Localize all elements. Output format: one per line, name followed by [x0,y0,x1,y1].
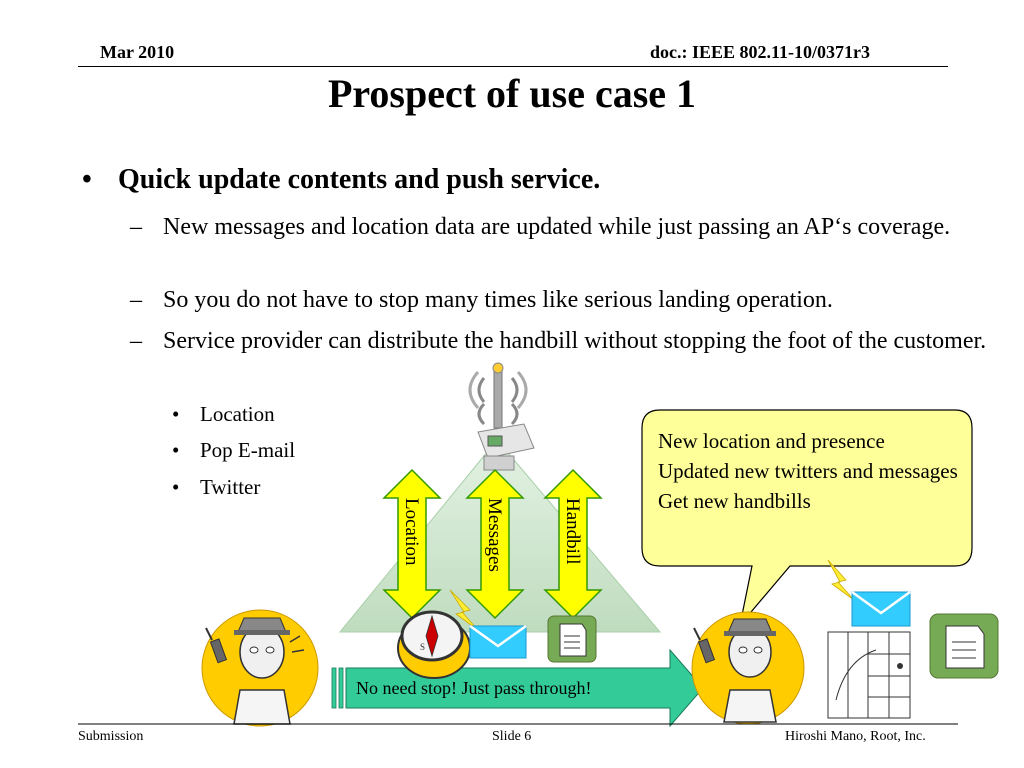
handbill-icon [547,615,597,663]
footer-author: Hiroshi Mano, Root, Inc. [785,729,926,744]
bullet-text: So you do not have to stop many times li… [163,287,833,313]
callout-line: New location and presence [658,429,885,453]
callout-line: Get new handbills [658,489,811,513]
arrow-label-location: Location [401,498,422,566]
dash-marker: – [130,287,142,313]
compass-icon: S [397,610,471,679]
mail-envelope-icon [469,624,527,659]
bullet-text: Twitter [200,475,261,499]
handbill-icon [929,613,999,679]
wifi-access-point-icon [468,362,535,471]
person-with-phone-icon [691,611,805,725]
svg-text:S: S [420,642,425,652]
arrow-label-messages: Messages [484,498,505,572]
footer-slide-number: Slide 6 [492,729,532,744]
bullet-text: New messages and location data are updat… [163,214,951,240]
bullet-marker: • [172,402,180,426]
callout-line: Updated new twitters and messages [658,459,958,483]
bullet-text: Location [200,402,275,426]
bullet-text: Quick update contents and push service. [118,164,601,195]
header-rule [78,66,948,67]
slide-title: Prospect of use case 1 [327,71,697,116]
arrow-label-handbill: Handbill [562,498,583,565]
building-map-icon [827,631,911,719]
bullet-marker: • [172,438,180,462]
mail-envelope-icon [851,590,911,627]
footer-submission: Submission [78,729,144,744]
header-doc-id: doc.: IEEE 802.11-10/0371r3 [650,42,871,62]
dash-marker: – [130,328,142,354]
person-with-phone-icon [201,609,319,727]
callout-bubble [641,409,973,626]
bullet-text: Pop E-mail [200,438,296,462]
callout-text: New location and presence Updated new tw… [658,426,958,516]
dash-marker: – [130,214,142,240]
bullet-marker: • [82,164,92,195]
messages-arrow [465,468,525,620]
bullet-text: Service provider can distribute the hand… [163,328,987,354]
bullet-marker: • [172,475,180,499]
pass-through-label: No need stop! Just pass through! [356,678,592,698]
header-date: Mar 2010 [100,42,175,62]
